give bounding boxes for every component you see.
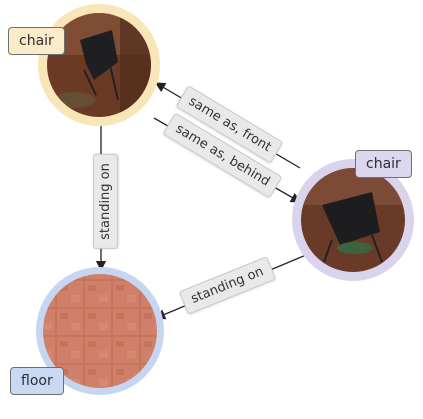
chair-photo — [301, 168, 405, 272]
node-floor — [36, 267, 164, 395]
node-label-floor: floor — [10, 367, 64, 395]
edge-label-standing-on-vertical: standing on — [92, 154, 118, 249]
node-label-chair-top: chair — [8, 27, 65, 55]
node-chair-top — [38, 4, 160, 126]
node-chair-right — [292, 159, 414, 281]
node-label-chair-right: chair — [355, 150, 412, 178]
